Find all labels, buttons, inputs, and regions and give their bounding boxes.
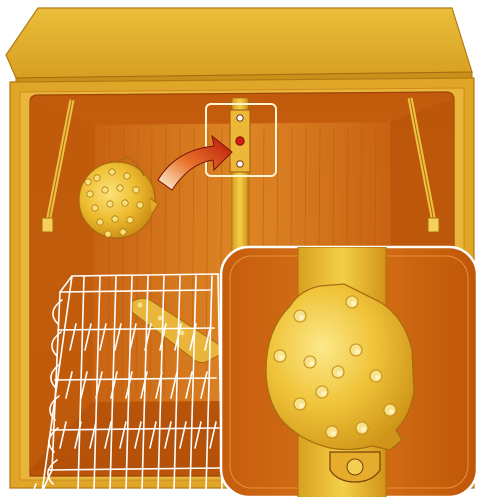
top-panel	[6, 8, 472, 90]
zoom-inset	[221, 247, 477, 504]
